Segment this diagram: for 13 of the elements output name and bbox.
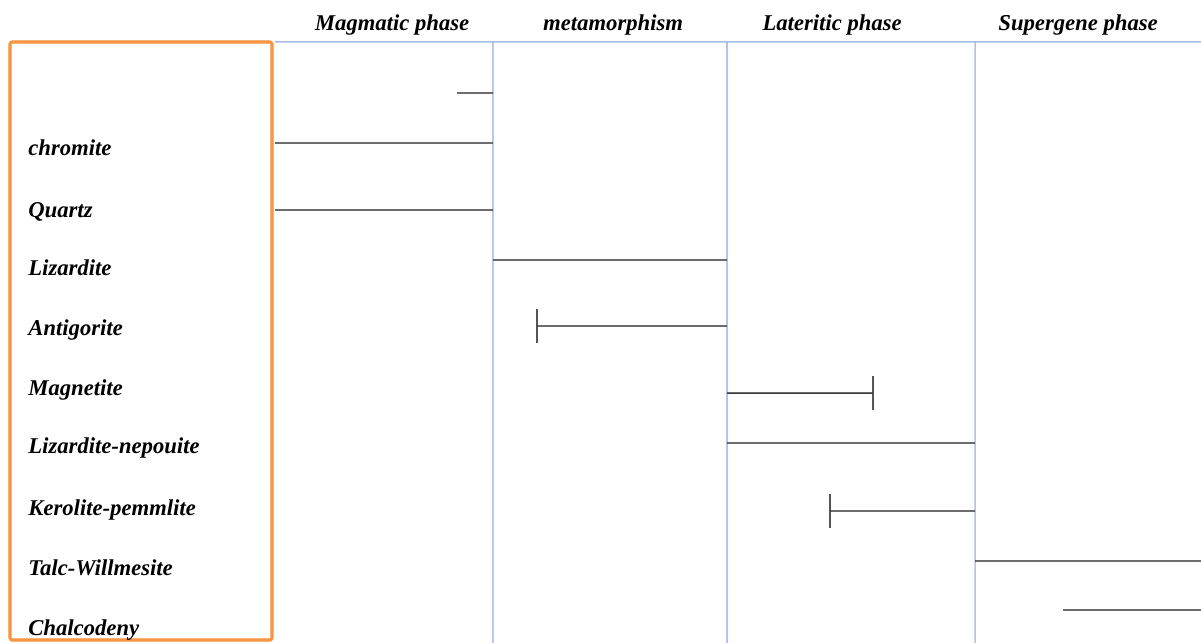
mineral-name: Lizardite bbox=[28, 259, 111, 276]
mineral-name: Kerolite-pemmlite bbox=[28, 499, 196, 520]
phase-header: Magmatic phase bbox=[314, 14, 469, 35]
mineral-name: Antigorite bbox=[27, 319, 123, 340]
phase-header: metamorphism bbox=[543, 14, 682, 35]
mineral-name: Talc-Willmesite bbox=[29, 559, 173, 576]
mineral-name: Magnetite bbox=[28, 379, 123, 400]
phase-header: Supergene phase bbox=[998, 14, 1158, 35]
mineral-name: Chalcodeny bbox=[29, 619, 140, 640]
mineral-name: chromite bbox=[28, 139, 111, 156]
phase-header: Lateritic phase bbox=[762, 14, 902, 35]
mineral-name: Lizardite-nepouite bbox=[28, 437, 200, 458]
mineral-name: Quartz bbox=[29, 202, 93, 221]
